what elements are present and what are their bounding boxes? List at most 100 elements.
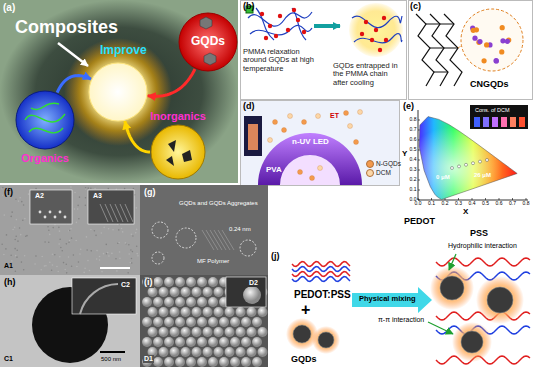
tick [485,198,486,200]
node-text: GQDs [191,35,225,48]
tem-inset [72,278,136,314]
microsphere [219,337,229,347]
tick-label: 0.1 [410,187,417,193]
inorganics-circle: Inorganics [150,124,206,180]
annotation: π-π interaction [378,316,424,324]
gqd-dot [378,48,382,52]
tem-grain [60,247,62,249]
tem-dot [44,216,47,219]
gqd-dot [286,28,290,32]
tick [418,160,420,161]
annotation: PEDOT:PSS [294,289,351,300]
microsphere [208,277,218,287]
microsphere [208,337,218,347]
microsphere [186,277,196,287]
quantum-dot [358,110,363,115]
dopant-dot [500,38,505,43]
vial-glow [248,124,258,150]
tem-grain [63,262,65,264]
mixing-arrow [352,287,432,313]
tem-grain [118,229,120,231]
polymer-chain [248,12,312,26]
annotation: PEDOT [404,217,435,227]
microsphere [214,307,224,317]
scale-bar [100,351,125,353]
entrapment-glow [349,3,403,57]
dopant-dot [500,25,505,30]
microsphere [186,337,196,347]
annotation: GQDs and GQDs Aggregates [178,200,259,207]
microsphere [225,307,235,317]
tick-label: 0.6 [496,201,503,207]
tem-grain [119,257,121,259]
pointer-arrow [58,43,88,66]
legend: N-GQDsDCM [366,159,401,177]
quantum-dot [282,128,287,133]
microsphere [164,317,174,327]
tem-grain [101,271,103,273]
microsphere [230,357,240,367]
chromaticity-white [419,117,517,200]
tem-grain [83,272,85,274]
tem-grain [90,250,92,252]
carbon-chain [416,14,434,86]
tem-grain [111,253,113,255]
tem-grain [128,244,130,246]
tem-grain [115,258,117,260]
scale-bar [100,267,130,269]
dopant-dot [481,58,486,63]
gqd-dot [278,14,282,18]
tem-grain [136,207,138,209]
tem-grain [106,253,108,255]
tem-grain [16,256,18,258]
gqd-glow [312,326,340,354]
tick-label: 0.2 [410,177,417,183]
microsphere [192,307,202,317]
annotation: MF Polymer [196,258,230,265]
microsphere [219,357,229,367]
scale-label: 500 nm [100,356,122,363]
tem-grain [136,253,138,255]
image-label: A2 [34,192,45,200]
panel-label: (g) [143,188,157,198]
legend-swatch [366,160,374,168]
gqd-dot [274,34,278,38]
gqd-dot [296,18,300,22]
tem-grain [59,230,61,232]
tick-label: 0.0 [410,197,417,203]
tem-grain [23,204,25,206]
tem-grain [103,253,105,255]
panel-label: (j) [271,252,280,262]
image-label: D1 [143,355,154,363]
microsphere [175,317,185,327]
aggregate-outline [240,240,256,256]
tem-grain [73,254,75,256]
panel-label: (e) [403,102,414,112]
tem-grain [108,228,110,230]
legend-text: N-GQDs [376,160,401,167]
gqd-sheet [461,331,483,353]
cie-point [458,165,461,168]
microsphere [197,357,207,367]
node-outline [15,90,75,150]
microsphere [159,327,169,337]
microsphere [186,297,196,307]
microsphere [203,287,213,297]
tem-grain [74,208,76,210]
microsphere [175,297,185,307]
tick [418,170,420,171]
tick [418,190,420,191]
tem-grain [70,186,72,188]
tem-grain [107,252,109,254]
axis-title: X [463,208,468,217]
polymer-chain [292,267,350,272]
image-label: A1 [3,262,14,270]
microsphere [186,317,196,327]
tem-grain [40,269,42,271]
microsphere [153,317,163,327]
tem-grain [18,200,20,202]
tem-grain [71,265,73,267]
node-texture [182,150,192,162]
microsphere [230,317,240,327]
tem-grain [125,243,127,245]
